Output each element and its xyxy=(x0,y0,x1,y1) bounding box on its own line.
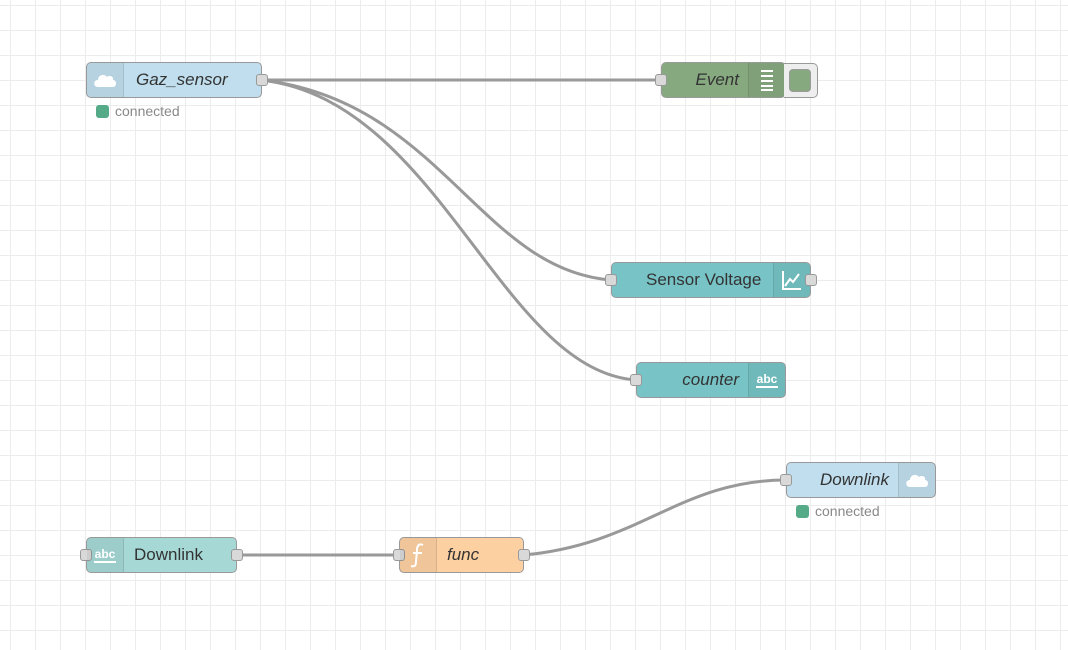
abc-icon: abc xyxy=(87,538,124,572)
output-port[interactable] xyxy=(231,549,243,561)
output-port[interactable] xyxy=(518,549,530,561)
input-port[interactable] xyxy=(655,74,667,86)
abc-icon: abc xyxy=(748,363,785,397)
mqtt-out-node-downlink[interactable]: Downlink xyxy=(780,462,936,498)
text-input-node-downlink[interactable]: abc Downlink xyxy=(80,537,243,573)
text-node-counter[interactable]: counter abc xyxy=(630,362,786,398)
chart-node-sensor-voltage[interactable]: Sensor Voltage xyxy=(605,262,817,298)
wire-gaz-to-sensor-voltage[interactable] xyxy=(260,78,612,282)
node-label: Downlink xyxy=(134,545,203,564)
svg-text:abc: abc xyxy=(757,372,778,386)
cloud-icon xyxy=(898,463,935,497)
output-port[interactable] xyxy=(256,74,268,86)
input-port[interactable] xyxy=(630,374,642,386)
debug-toggle-button[interactable] xyxy=(784,63,818,98)
mqtt-in-node-gaz-sensor[interactable]: Gaz_sensor xyxy=(86,62,268,98)
node-label: Sensor Voltage xyxy=(646,270,762,289)
function-node-func[interactable]: func xyxy=(393,537,530,573)
debug-toggle-indicator xyxy=(789,69,811,92)
function-icon xyxy=(400,538,437,572)
node-label: Downlink xyxy=(820,470,889,489)
wire-gaz-to-counter[interactable] xyxy=(260,78,637,382)
input-port[interactable] xyxy=(393,549,405,561)
node-label: func xyxy=(447,545,480,564)
status-dot-icon xyxy=(96,104,109,118)
node-label: counter xyxy=(682,370,739,389)
node-label: Gaz_sensor xyxy=(136,70,228,89)
input-port[interactable] xyxy=(80,549,92,561)
debug-node-event[interactable]: Event xyxy=(655,62,786,98)
svg-text:abc: abc xyxy=(95,547,116,561)
input-port[interactable] xyxy=(780,474,792,486)
status-badge: connected xyxy=(96,103,180,119)
status-badge: connected xyxy=(796,503,880,519)
wire-func-to-downlink[interactable] xyxy=(522,478,787,557)
list-icon xyxy=(748,63,785,97)
node-label: Event xyxy=(695,70,739,89)
status-dot-icon xyxy=(796,504,809,518)
cloud-icon xyxy=(87,63,124,97)
output-port[interactable] xyxy=(805,274,817,286)
chart-icon xyxy=(773,263,810,297)
input-port[interactable] xyxy=(605,274,617,286)
